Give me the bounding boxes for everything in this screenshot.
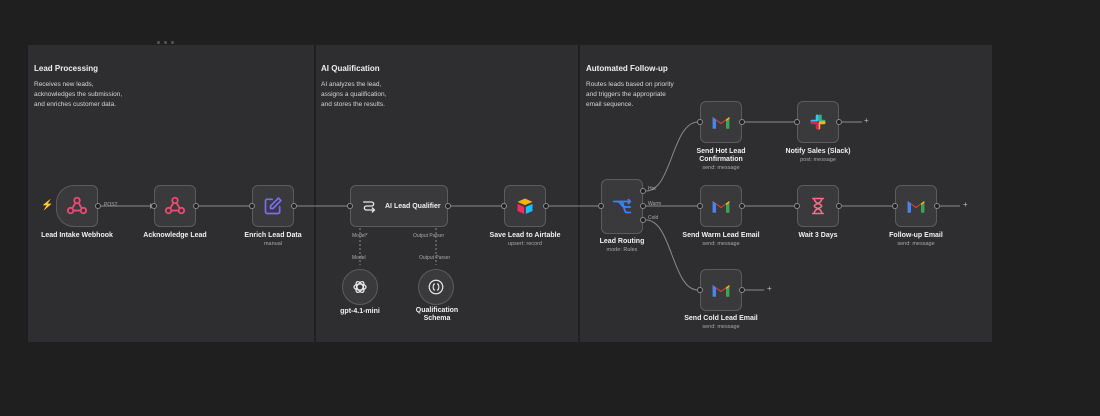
route-warm-label: Warm <box>648 201 662 207</box>
output-port[interactable] <box>934 203 940 209</box>
node-notify-sales-slack[interactable] <box>797 101 839 143</box>
output-port-cold[interactable] <box>640 217 646 223</box>
input-port[interactable] <box>697 203 703 209</box>
node-label: Acknowledge Lead <box>143 232 207 239</box>
model-port-label: Model* <box>352 233 368 239</box>
slack-icon <box>810 114 826 130</box>
node-label: Send Warm Lead Email <box>682 232 760 239</box>
node-label: Save Lead to Airtable <box>489 232 561 239</box>
input-port[interactable] <box>501 203 507 209</box>
section-title: Lead Processing <box>34 64 99 73</box>
input-port[interactable] <box>151 203 157 209</box>
section-title: AI Qualification <box>321 64 380 73</box>
add-node-plus-icon[interactable]: + <box>963 200 968 209</box>
edit-icon <box>264 197 282 215</box>
add-node-plus-icon[interactable]: + <box>767 284 772 293</box>
webhook-out-label: POST <box>104 202 118 208</box>
node-label: gpt-4.1-mini <box>340 308 380 315</box>
ai-agent-icon <box>363 201 376 213</box>
airtable-icon <box>517 198 533 214</box>
input-port[interactable] <box>249 203 255 209</box>
section-title: Automated Follow-up <box>586 64 668 73</box>
output-parser-port-label: Output Parser <box>413 233 445 239</box>
node-sublabel: mode: Rules <box>606 247 638 253</box>
input-port[interactable] <box>794 203 800 209</box>
output-port[interactable] <box>291 203 297 209</box>
output-port[interactable] <box>193 203 199 209</box>
input-port[interactable] <box>697 287 703 293</box>
output-port[interactable] <box>739 287 745 293</box>
node-send-hot-lead-confirmation[interactable] <box>700 101 742 143</box>
hourglass-icon <box>812 197 824 215</box>
model-connector-tag: Model <box>352 255 366 261</box>
output-port[interactable] <box>836 119 842 125</box>
node-label: Send Cold Lead Email <box>684 315 758 322</box>
node-sublabel: upsert: record <box>508 241 542 247</box>
gmail-icon <box>907 201 925 213</box>
output-port-hot[interactable] <box>640 188 646 194</box>
input-port[interactable] <box>892 203 898 209</box>
section-description: Receives new leads, acknowledges the sub… <box>34 81 123 108</box>
webhook-icon <box>164 196 186 215</box>
section-description: Routes leads based on priority and trigg… <box>586 81 674 108</box>
openai-icon <box>353 280 367 294</box>
route-cold-label: Cold <box>648 215 659 221</box>
node-sublabel: send: message <box>702 165 740 171</box>
output-port[interactable] <box>95 203 101 209</box>
gmail-icon <box>712 117 730 129</box>
braces-icon <box>428 279 444 295</box>
node-label: Wait 3 Days <box>798 232 838 239</box>
output-port[interactable] <box>445 203 451 209</box>
input-port[interactable] <box>697 119 703 125</box>
node-lead-intake-webhook[interactable] <box>56 185 98 227</box>
gmail-icon <box>712 201 730 213</box>
node-sublabel: send: message <box>702 324 740 330</box>
node-send-cold-lead-email[interactable] <box>700 269 742 311</box>
node-lead-routing[interactable] <box>601 179 643 234</box>
output-parser-connector-tag: Output Parser <box>419 255 451 261</box>
input-port[interactable] <box>794 119 800 125</box>
node-title: AI Lead Qualifier <box>385 202 441 210</box>
node-label: Follow-up Email <box>889 232 943 239</box>
node-label: Qualification Schema <box>415 307 459 322</box>
input-port[interactable] <box>598 203 604 209</box>
add-node-plus-icon[interactable]: + <box>864 116 869 125</box>
switch-router-icon <box>612 198 632 213</box>
node-wait-3-days[interactable] <box>797 185 839 227</box>
node-qualification-schema[interactable] <box>418 269 454 305</box>
node-enrich-lead-data[interactable] <box>252 185 294 227</box>
trigger-bolt-icon: ⚡ <box>41 200 54 211</box>
output-port-warm[interactable] <box>640 203 646 209</box>
output-port[interactable] <box>836 203 842 209</box>
node-sublabel: post: message <box>800 157 836 163</box>
canvas-dots <box>157 31 178 49</box>
node-label: Notify Sales (Slack) <box>785 148 851 155</box>
output-port[interactable] <box>543 203 549 209</box>
node-label: Lead Intake Webhook <box>41 232 113 239</box>
node-save-lead-to-airtable[interactable] <box>504 185 546 227</box>
webhook-icon <box>66 196 88 215</box>
node-label: Send Hot Lead Confirmation <box>696 148 746 163</box>
node-label: Lead Routing <box>599 238 645 245</box>
node-acknowledge-lead[interactable] <box>154 185 196 227</box>
gmail-icon <box>712 285 730 297</box>
node-sublabel: send: message <box>897 241 935 247</box>
node-sublabel: manual <box>263 241 283 247</box>
node-gpt-model[interactable] <box>342 269 378 305</box>
output-port[interactable] <box>739 119 745 125</box>
route-hot-label: Hot <box>648 186 656 192</box>
output-port[interactable] <box>739 203 745 209</box>
node-ai-lead-qualifier[interactable]: AI Lead Qualifier <box>350 185 448 227</box>
node-sublabel: send: message <box>702 241 740 247</box>
section-description: AI analyzes the lead, assigns a qualific… <box>321 81 387 108</box>
input-port[interactable] <box>347 203 353 209</box>
node-follow-up-email[interactable] <box>895 185 937 227</box>
node-send-warm-lead-email[interactable] <box>700 185 742 227</box>
node-label: Enrich Lead Data <box>244 232 302 239</box>
